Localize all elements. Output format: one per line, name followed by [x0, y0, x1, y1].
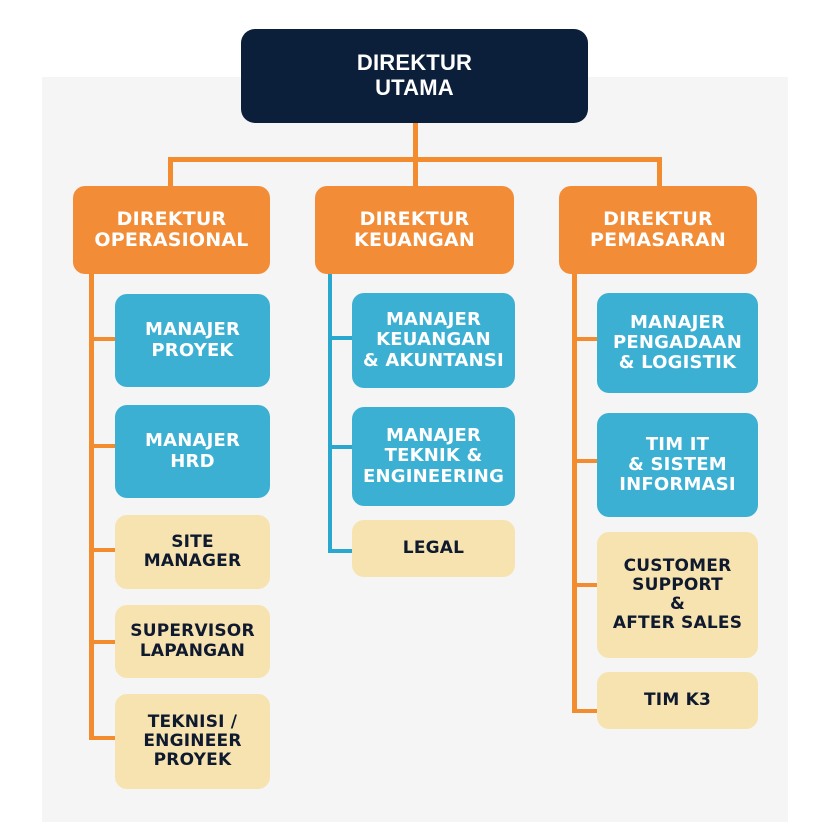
connector-operasional-branch [89, 444, 116, 448]
node-direktur-operasional[interactable]: DIREKTUR OPERASIONAL [73, 186, 270, 274]
node-site-manager[interactable]: SITE MANAGER [115, 515, 270, 589]
node-direktur-utama[interactable]: DIREKTUR UTAMA [241, 29, 588, 123]
node-tim-k3[interactable]: TIM K3 [597, 672, 758, 729]
connector-pemasaran-trunk [572, 273, 577, 713]
node-manajer-keuangan-akuntansi[interactable]: MANAJER KEUANGAN & AKUNTANSI [352, 293, 515, 388]
node-supervisor-lapangan[interactable]: SUPERVISOR LAPANGAN [115, 605, 270, 678]
connector-directors-horizontal [168, 157, 662, 162]
connector-root-down [413, 123, 418, 186]
node-manajer-proyek[interactable]: MANAJER PROYEK [115, 294, 270, 387]
connector-pemasaran-branch [572, 337, 598, 341]
node-direktur-pemasaran[interactable]: DIREKTUR PEMASARAN [559, 186, 757, 274]
connector-keuangan-branch [328, 445, 353, 449]
connector-operasional-trunk [89, 273, 94, 740]
connector-keuangan-branch [328, 549, 353, 553]
connector-pemasaran-branch [572, 583, 598, 587]
connector-operasional-branch [89, 548, 116, 552]
connector-operasional-branch [89, 736, 116, 740]
node-teknisi-engineer-proyek[interactable]: TEKNISI / ENGINEER PROYEK [115, 694, 270, 789]
node-manajer-hrd[interactable]: MANAJER HRD [115, 405, 270, 498]
node-manajer-pengadaan-logistik[interactable]: MANAJER PENGADAAN & LOGISTIK [597, 293, 758, 393]
connector-pemasaran-branch [572, 459, 598, 463]
node-legal[interactable]: LEGAL [352, 520, 515, 577]
connector-to-director-pemasaran [657, 157, 662, 187]
connector-to-director-operasional [168, 157, 173, 187]
connector-keuangan-branch [328, 336, 353, 340]
connector-keuangan-trunk [328, 273, 332, 553]
connector-operasional-branch [89, 337, 116, 341]
connector-pemasaran-branch [572, 709, 598, 713]
node-customer-support-after-sales[interactable]: CUSTOMER SUPPORT & AFTER SALES [597, 532, 758, 658]
node-direktur-keuangan[interactable]: DIREKTUR KEUANGAN [315, 186, 514, 274]
node-tim-it-sistem-informasi[interactable]: TIM IT & SISTEM INFORMASI [597, 413, 758, 517]
connector-operasional-branch [89, 640, 116, 644]
node-manajer-teknik-engineering[interactable]: MANAJER TEKNIK & ENGINEERING [352, 407, 515, 506]
